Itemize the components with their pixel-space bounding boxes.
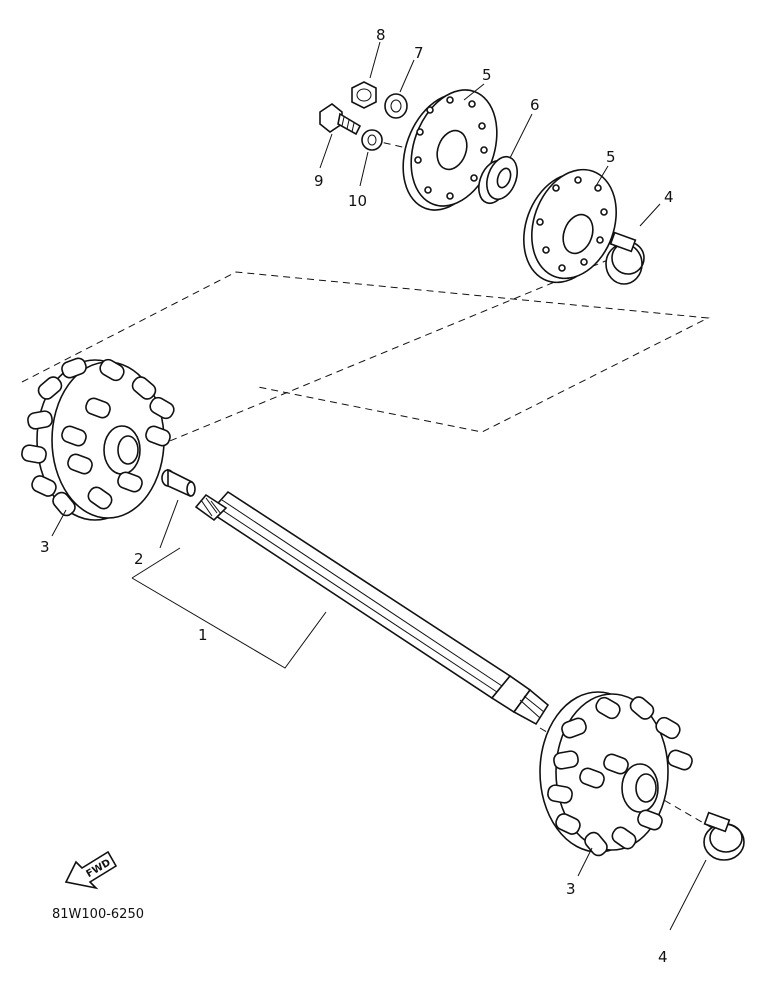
bearing xyxy=(478,155,518,205)
flange-plate-b xyxy=(523,168,617,284)
callout-4-bottom: 4 xyxy=(658,948,668,966)
callout-5-b: 5 xyxy=(606,148,616,166)
callout-3-right: 3 xyxy=(566,880,576,898)
callout-1: 1 xyxy=(198,626,208,644)
leader-5a xyxy=(463,83,485,101)
callout-6: 6 xyxy=(530,96,540,114)
leader-6 xyxy=(509,113,533,159)
sprocket-left xyxy=(21,357,175,537)
washer xyxy=(384,59,415,119)
leader-5b xyxy=(595,165,609,187)
callout-5-a: 5 xyxy=(482,66,492,84)
bolt xyxy=(319,103,362,169)
callout-4-top: 4 xyxy=(664,188,674,206)
hose-clamp-bottom xyxy=(669,811,745,931)
callout-10: 10 xyxy=(348,192,367,210)
flange-plate-a xyxy=(402,89,498,211)
callout-2: 2 xyxy=(134,550,144,568)
drive-shaft xyxy=(194,490,550,726)
hose-clamp-top xyxy=(605,203,661,285)
shaft-pin xyxy=(159,468,196,549)
forward-arrow-icon: FWD xyxy=(64,850,118,890)
sprocket-right xyxy=(539,691,693,877)
nut xyxy=(351,41,381,109)
shaft-callout-bracket xyxy=(131,547,327,669)
callout-9: 9 xyxy=(314,172,324,190)
lock-washer xyxy=(359,129,383,187)
callout-7: 7 xyxy=(414,44,424,62)
diagram-reference-code: 81W100-6250 xyxy=(52,907,144,922)
callout-3-left: 3 xyxy=(40,538,50,556)
callout-8: 8 xyxy=(376,26,386,44)
